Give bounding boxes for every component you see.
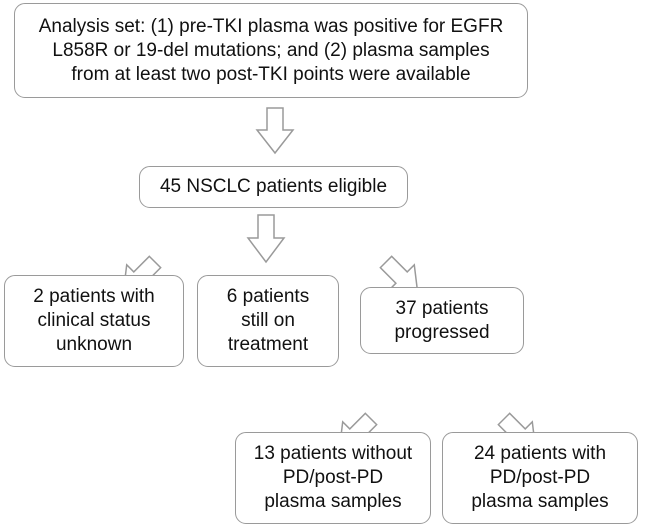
arrow-to-progressed (379, 255, 419, 295)
eligible-patients-box: 45 NSCLC patients eligible (139, 166, 408, 208)
without-samples-text: 13 patients without PD/post-PD plasma sa… (253, 443, 413, 512)
arrow-to-still-on-treatment (246, 214, 286, 264)
still-on-treatment-text: 6 patients still on treatment (226, 286, 310, 355)
progressed-box: 37 patients progressed (360, 287, 524, 354)
with-samples-box: 24 patients with PD/post-PD plasma sampl… (442, 432, 638, 524)
status-unknown-text: 2 patients with clinical status unknown (33, 286, 155, 355)
arrow-down-to-eligible (255, 107, 295, 155)
analysis-set-text: Analysis set: (1) pre-TKI plasma was pos… (38, 15, 504, 85)
still-on-treatment-box: 6 patients still on treatment (197, 275, 339, 367)
status-unknown-box: 2 patients with clinical status unknown (4, 275, 184, 367)
without-samples-box: 13 patients without PD/post-PD plasma sa… (235, 432, 431, 524)
eligible-patients-text: 45 NSCLC patients eligible (159, 176, 388, 197)
progressed-text: 37 patients progressed (394, 297, 490, 343)
analysis-set-box: Analysis set: (1) pre-TKI plasma was pos… (14, 3, 528, 98)
with-samples-text: 24 patients with PD/post-PD plasma sampl… (471, 443, 609, 512)
